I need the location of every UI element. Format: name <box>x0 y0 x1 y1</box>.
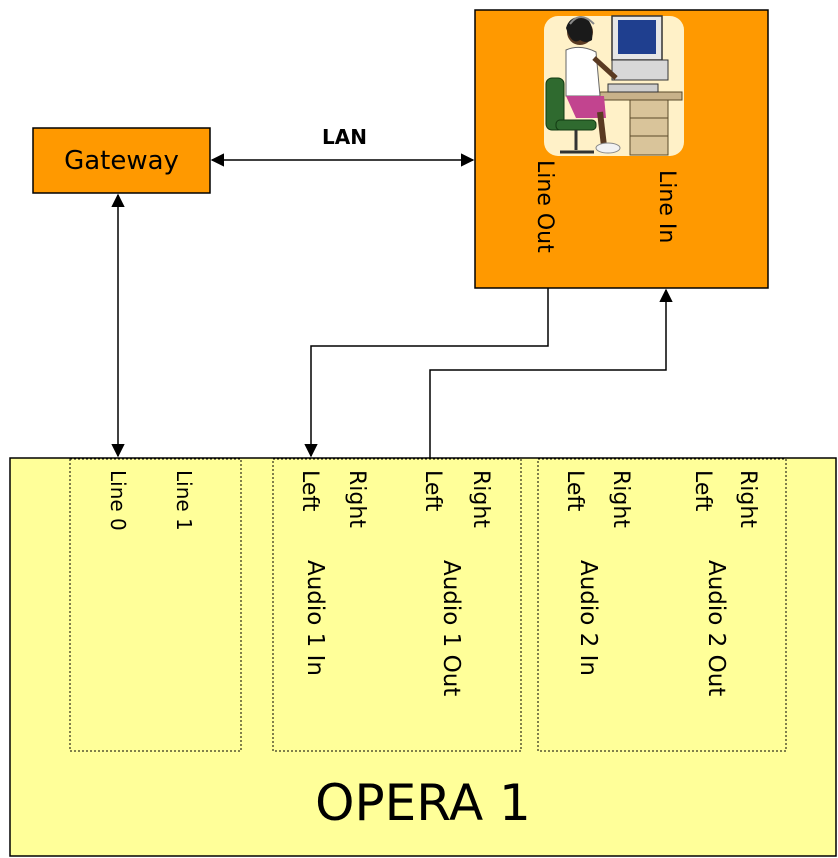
agent-workstation-icon <box>544 16 684 156</box>
line0-label: Line 0 <box>106 470 130 531</box>
audio2-in-right-label: Right <box>608 470 633 528</box>
audio1-out-left-label: Left <box>420 470 445 511</box>
audio2-in-label: Audio 2 In <box>575 560 601 676</box>
line-in-label: Line In <box>654 170 679 243</box>
audio1-in-right-label: Right <box>344 470 369 528</box>
opera-title: OPERA 1 <box>10 778 836 828</box>
lan-label: LAN <box>322 125 367 149</box>
audio1-out-right-label: Right <box>468 470 493 528</box>
audio2-in-left-label: Left <box>562 470 587 511</box>
gateway-label: Gateway <box>33 128 210 193</box>
audio1-out-label: Audio 1 Out <box>438 560 464 696</box>
line-out-label: Line Out <box>532 160 557 253</box>
line1-label: Line 1 <box>172 470 196 531</box>
audio2-out-left-label: Left <box>690 470 715 511</box>
audio1-in-left-label: Left <box>297 470 322 511</box>
audio1-in-label: Audio 1 In <box>302 560 328 676</box>
audio2-out-right-label: Right <box>735 470 760 528</box>
audio2-out-label: Audio 2 Out <box>703 560 729 696</box>
